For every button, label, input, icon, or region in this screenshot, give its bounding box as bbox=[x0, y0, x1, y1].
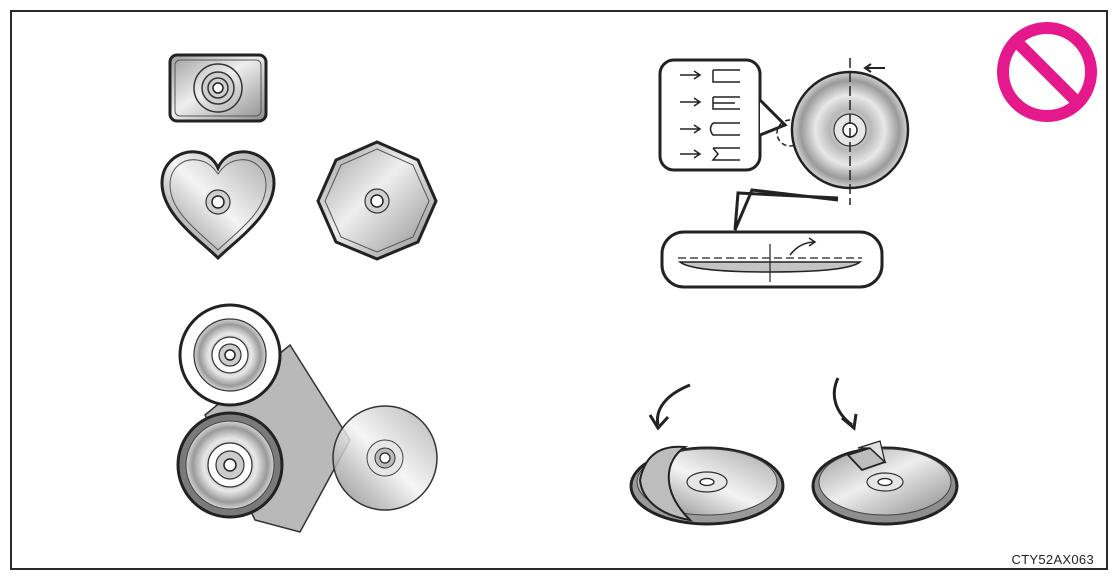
sticker-on-disc-icon bbox=[811, 377, 959, 526]
prohibition-sign-icon bbox=[997, 22, 1097, 122]
edge-burr-detail-icon bbox=[658, 58, 910, 205]
stacked-discs-with-label-icon bbox=[176, 303, 438, 533]
heart-disc-icon bbox=[160, 150, 276, 261]
square-disc-icon bbox=[168, 53, 268, 123]
octagon-disc-icon bbox=[316, 140, 438, 261]
peeling-disc-icon bbox=[629, 383, 785, 526]
figure-code: CTY52AX063 bbox=[1011, 552, 1094, 567]
warped-disc-icon bbox=[660, 188, 884, 289]
